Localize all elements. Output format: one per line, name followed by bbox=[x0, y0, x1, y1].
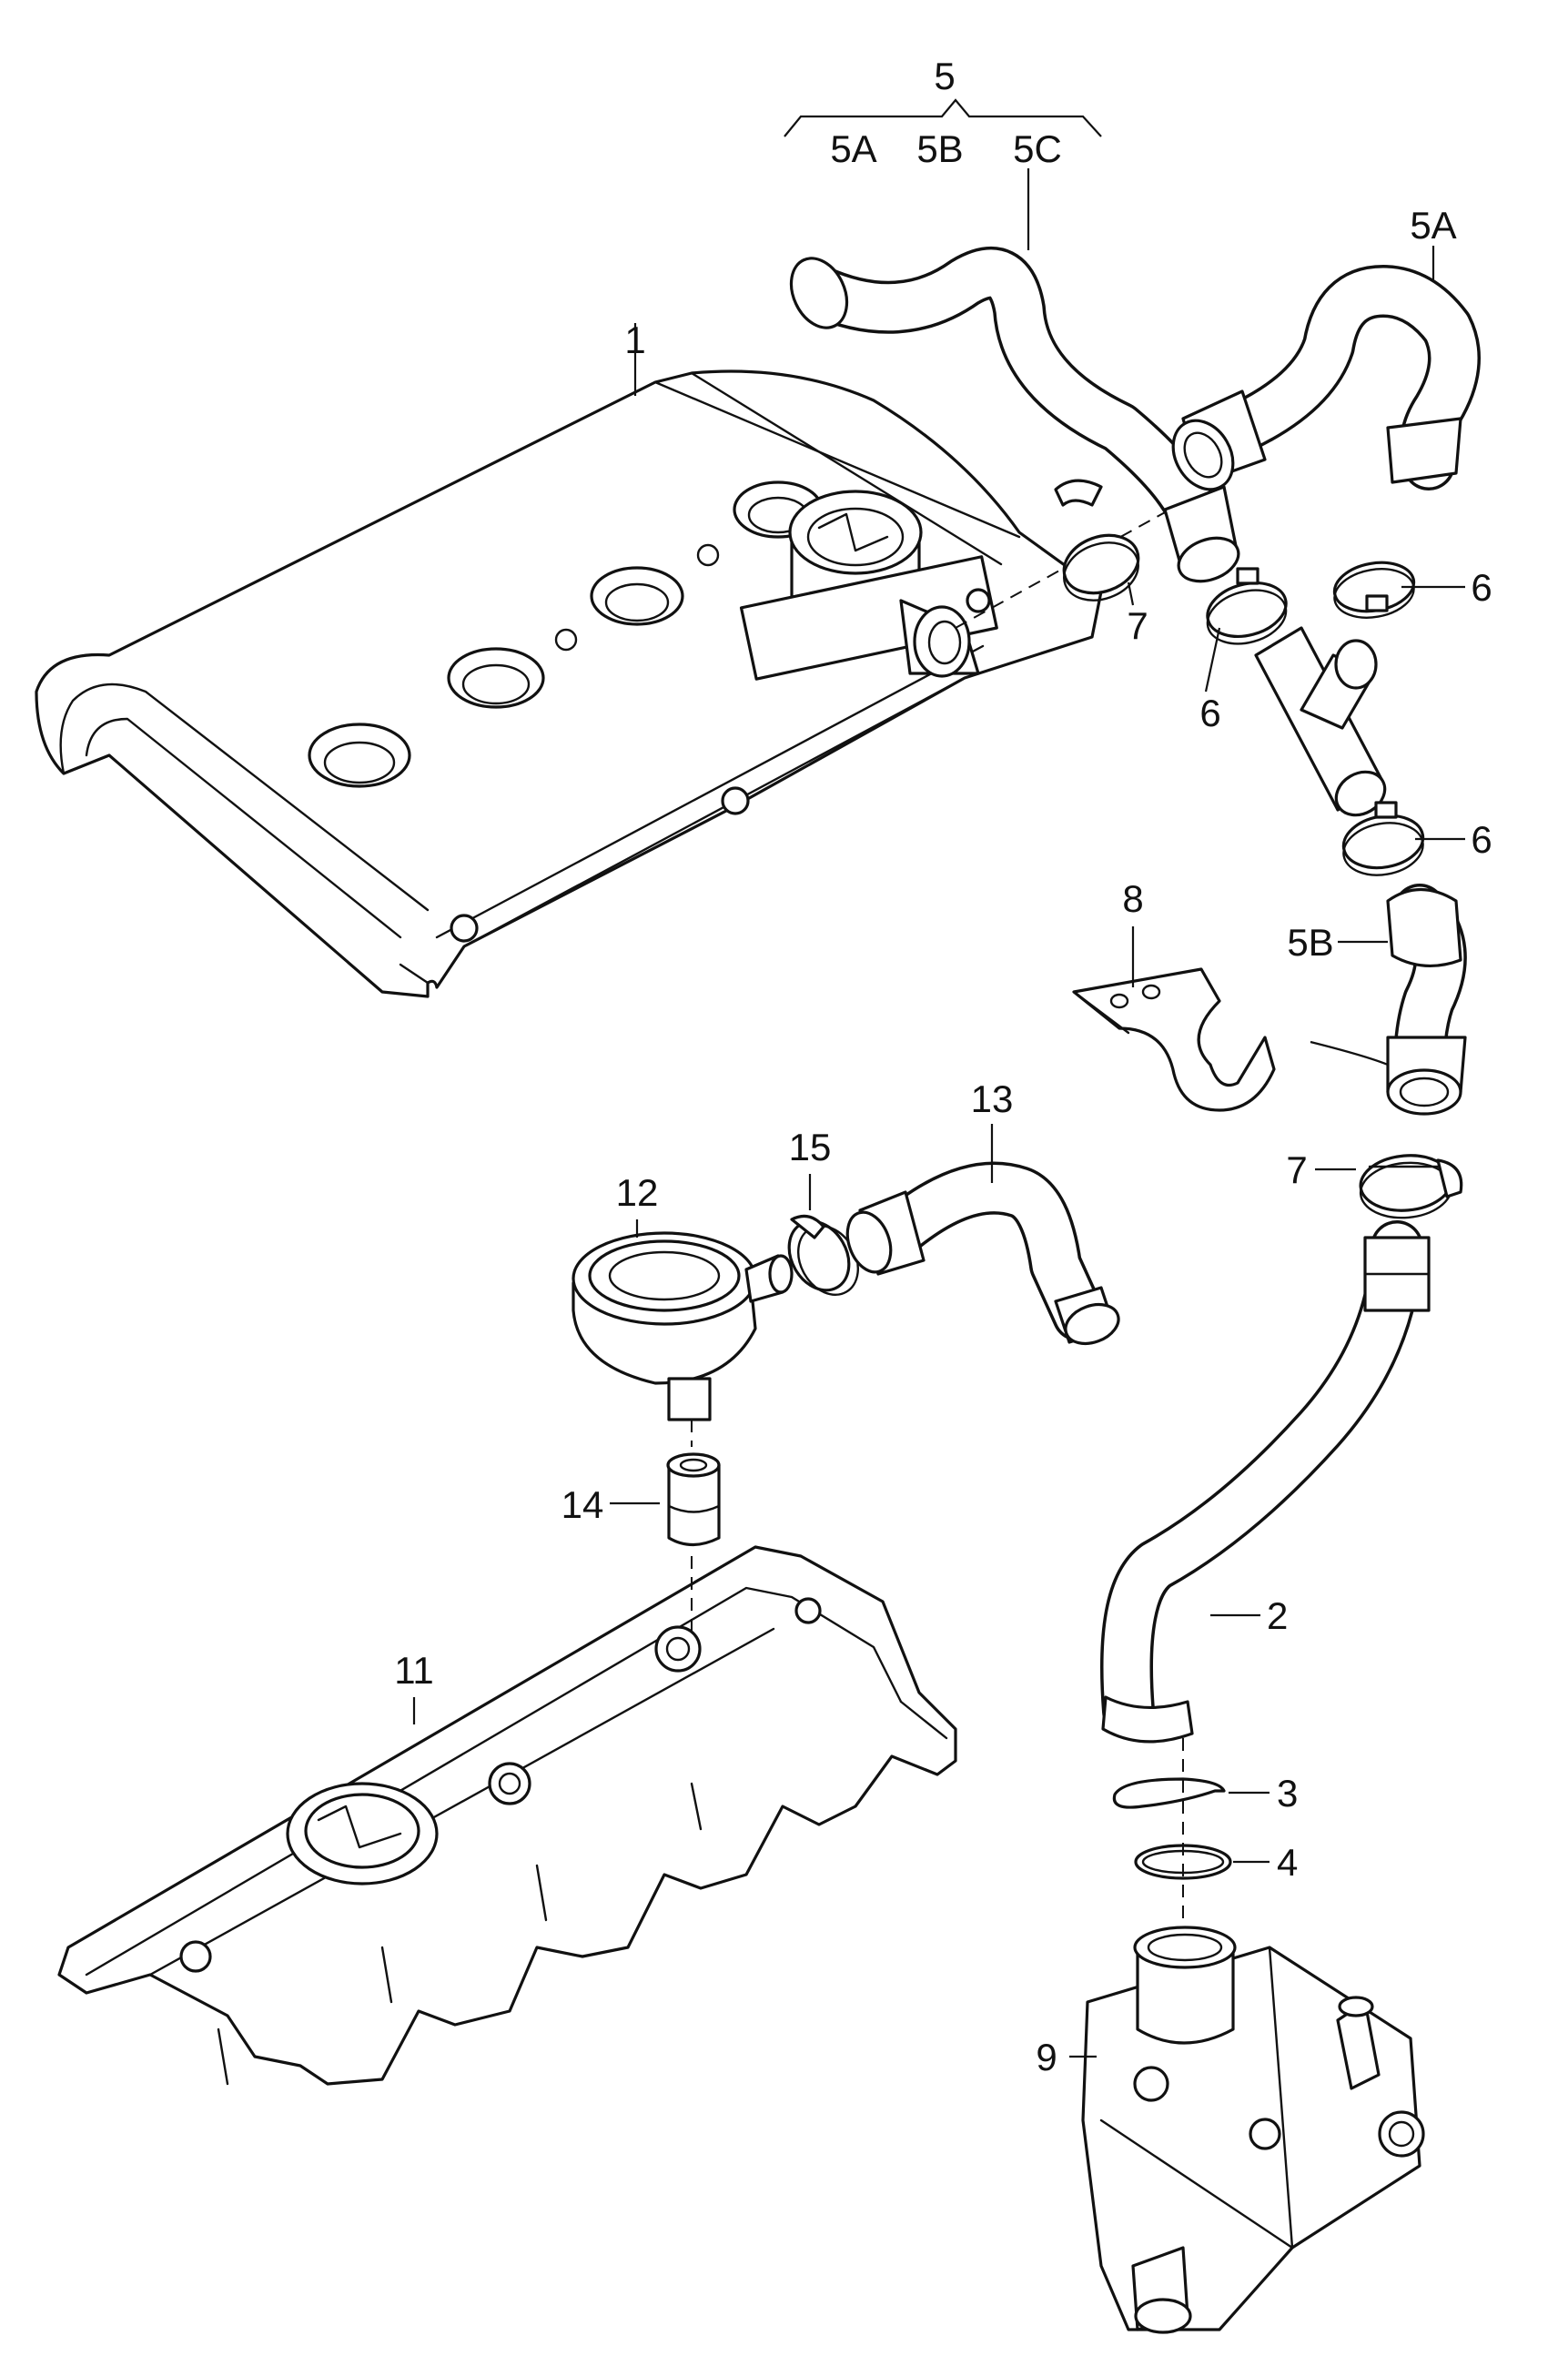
label-part-5b-side: 5B bbox=[1287, 921, 1333, 964]
label-part-4: 4 bbox=[1277, 1841, 1298, 1884]
hose-5a bbox=[1171, 265, 1481, 491]
bracket-8 bbox=[1072, 967, 1276, 1112]
hose-clamp-7-lower bbox=[1359, 1154, 1463, 1219]
leader-line bbox=[1310, 1040, 1389, 1067]
pressure-valve-12 bbox=[572, 1231, 794, 1421]
label-part-6-lower-right: 6 bbox=[1471, 818, 1492, 861]
hose-5b bbox=[1386, 884, 1467, 1116]
label-5b-top: 5B bbox=[916, 127, 963, 170]
cover-port-icon bbox=[447, 647, 545, 709]
hose-clamp-7-upper bbox=[1054, 479, 1140, 602]
hose-clamp-6-lower-right bbox=[1341, 801, 1425, 876]
leader-line bbox=[1127, 581, 1135, 606]
hose-5c bbox=[789, 247, 1240, 583]
coolant-flange-9 bbox=[1081, 1926, 1425, 2334]
label-part-9: 9 bbox=[1036, 2036, 1057, 2078]
label-5a-side: 5A bbox=[1410, 204, 1456, 247]
label-part-12: 12 bbox=[616, 1171, 659, 1214]
cover-port-icon bbox=[308, 723, 411, 788]
leader-line bbox=[1204, 627, 1221, 693]
oil-filler-cap-icon bbox=[788, 490, 923, 575]
breather-hose-2 bbox=[1100, 1220, 1431, 1744]
label-part-6-left: 6 bbox=[1199, 692, 1220, 734]
group-bracket-5 bbox=[784, 98, 1102, 137]
label-part-7-lower: 7 bbox=[1286, 1148, 1307, 1191]
grommet-14 bbox=[666, 1452, 721, 1547]
hose-clamp-6-left bbox=[1206, 567, 1288, 645]
vent-hose-13 bbox=[845, 1161, 1120, 1346]
label-part-8: 8 bbox=[1122, 877, 1143, 920]
label-5c-top: 5C bbox=[1013, 127, 1062, 170]
t-piece-connector bbox=[1254, 626, 1387, 817]
hose-clamp-15 bbox=[787, 1214, 859, 1296]
hose-clamp-6-upper-right bbox=[1332, 561, 1416, 619]
lower-valve-cover-11 bbox=[57, 1545, 957, 2086]
label-part-3: 3 bbox=[1277, 1772, 1298, 1815]
label-part-13: 13 bbox=[971, 1077, 1014, 1120]
label-part-14: 14 bbox=[561, 1483, 604, 1526]
label-part-11: 11 bbox=[394, 1649, 434, 1692]
label-5a-top: 5A bbox=[830, 127, 876, 170]
label-part-6-upper-right: 6 bbox=[1471, 566, 1492, 609]
circlip-3 bbox=[1112, 1777, 1226, 1809]
label-part-15: 15 bbox=[789, 1126, 832, 1168]
cover-port-icon bbox=[590, 566, 684, 626]
upper-engine-cover bbox=[35, 369, 1103, 998]
label-part-7-upper: 7 bbox=[1127, 604, 1148, 647]
label-part-2: 2 bbox=[1267, 1594, 1288, 1637]
label-group-5: 5 bbox=[934, 55, 955, 97]
label-part-1: 1 bbox=[624, 318, 645, 361]
